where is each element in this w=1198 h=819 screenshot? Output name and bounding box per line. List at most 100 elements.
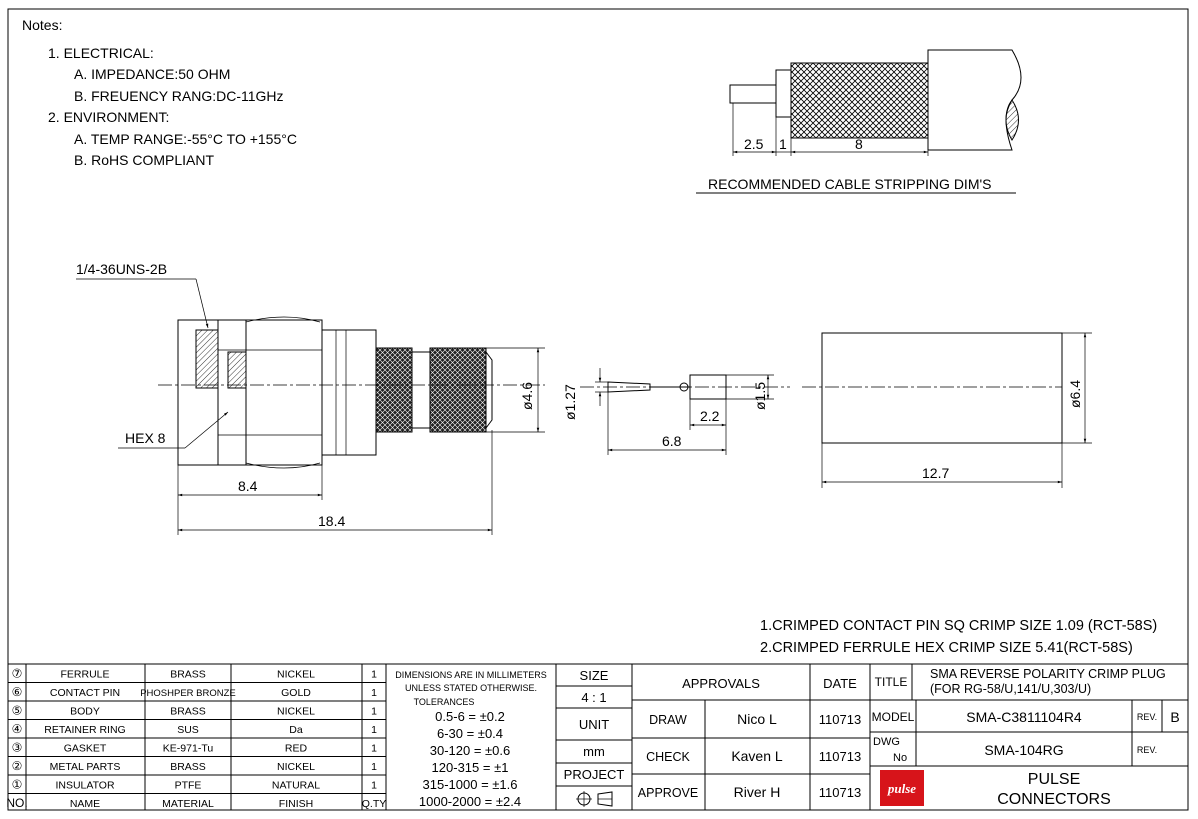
bom-cell-finish: FINISH [279, 798, 313, 810]
tol-line3: TOLERANCES [414, 697, 475, 707]
hex-label: HEX 8 [125, 430, 166, 446]
note-frequency: B. FREUENCY RANG:DC-11GHz [74, 88, 284, 104]
check-date: 110713 [819, 749, 861, 764]
connector-len-8-4: 8.4 [238, 478, 258, 494]
tol-row-3: 30-120 = ±0.6 [430, 743, 511, 758]
bom-cell-material: BRASS [170, 669, 206, 681]
tol-row-5: 315-1000 = ±1.6 [423, 777, 518, 792]
date-label: DATE [823, 676, 857, 691]
title-line2: (FOR RG-58/U,141/U,303/U) [930, 682, 1091, 696]
bom-cell-qty: 1 [371, 706, 377, 718]
tol-line1: DIMENSIONS ARE IN MILLIMETERS [395, 670, 547, 680]
bom-cell-finish: NICKEL [277, 706, 315, 718]
bom-cell-no: ⑥ [12, 685, 23, 699]
bom-cell-finish: NATURAL [272, 780, 320, 792]
model-label: MODEL [872, 710, 915, 724]
pin-dia-1-27: ø1.27 [562, 384, 578, 420]
bom-cell-no: ⑤ [12, 704, 23, 718]
bom-cell-qty: 1 [371, 669, 377, 681]
bom-cell-finish: NICKEL [277, 669, 315, 681]
note-electrical: 1. ELECTRICAL: [48, 45, 154, 61]
ferrule-drawing: ø6.4 12.7 [802, 332, 1092, 488]
approve-name: River H [734, 784, 781, 800]
check-label: CHECK [646, 750, 690, 764]
title-label: TITLE [875, 675, 908, 689]
draw-name: Nico L [737, 711, 777, 727]
connector-dia-label: ø4.6 [519, 382, 535, 410]
connector-body [321, 329, 377, 456]
bom-cell-material: BRASS [170, 706, 206, 718]
connector-len-18-4: 18.4 [318, 513, 345, 529]
dwg-value: SMA-104RG [984, 742, 1063, 758]
logo-text: pulse [887, 781, 916, 796]
bom-cell-finish: NICKEL [277, 761, 315, 773]
bom-cell-qty: 1 [371, 724, 377, 736]
knurl-1 [375, 347, 413, 433]
bom-cell-finish: Da [289, 724, 303, 736]
bom-cell-no: ③ [12, 741, 23, 755]
pin-len-6-8: 6.8 [662, 433, 682, 449]
bom-cell-material: PTFE [175, 780, 202, 792]
stripping-title: RECOMMENDED CABLE STRIPPING DIM'S [708, 176, 992, 192]
center-conductor [729, 84, 777, 104]
rev2-label: REV. [1137, 745, 1157, 755]
bom-cell-qty: 1 [371, 780, 377, 792]
sheet-border [7, 8, 1189, 811]
approvals-label: APPROVALS [682, 676, 760, 691]
bom-cell-no: ① [12, 778, 23, 792]
approve-label: APPROVE [638, 786, 698, 800]
bom-cell-material: KE-971-Tu [163, 743, 214, 755]
pin-tip [607, 381, 651, 393]
project-label: PROJECT [564, 767, 625, 782]
cable-stripping-drawing: 2.5 1 8 RECOMMENDED CABLE STRIPPING DIM'… [696, 49, 1022, 194]
crimp-note-1: 1.CRIMPED CONTACT PIN SQ CRIMP SIZE 1.09… [760, 618, 1157, 634]
bom-cell-qty: 1 [371, 687, 377, 699]
title-line1: SMA REVERSE POLARITY CRIMP PLUG [930, 667, 1166, 681]
bom-cell-finish: RED [285, 743, 308, 755]
note-rohs: B. RoHS COMPLIANT [74, 152, 214, 168]
strip-dim-2-5: 2.5 [744, 136, 764, 152]
bom-cell-qty: 1 [371, 761, 377, 773]
bom-cell-qty: 1 [371, 743, 377, 755]
check-name: Kaven L [731, 748, 783, 764]
bom-cell-no: ⑦ [12, 667, 23, 681]
size-value: 4 : 1 [581, 690, 606, 705]
ferrule-body [821, 332, 1063, 444]
bom-cell-name: RETAINER RING [44, 724, 125, 736]
size-label: SIZE [580, 668, 609, 683]
notes-block: Notes: 1. ELECTRICAL: A. IMPEDANCE:50 OH… [22, 17, 297, 168]
bom-cell-material: MATERIAL [162, 798, 214, 810]
crimp-note-2: 2.CRIMPED FERRULE HEX CRIMP SIZE 5.41(RC… [760, 640, 1133, 656]
unit-value: mm [583, 744, 605, 759]
rev-label: REV. [1137, 712, 1157, 722]
pin-len-2-2: 2.2 [700, 408, 720, 424]
bom-cell-name: CONTACT PIN [50, 687, 120, 699]
pin-dia-1-5: ø1.5 [752, 382, 768, 410]
tol-row-2: 6-30 = ±0.4 [437, 726, 503, 741]
tol-line2: UNLESS STATED OTHERWISE. [405, 683, 537, 693]
unit-label: UNIT [579, 717, 609, 732]
knurl-2 [429, 347, 487, 433]
rev-value: B [1170, 709, 1179, 725]
tol-row-1: 0.5-6 = ±0.2 [435, 709, 505, 724]
bom-cell-name: GASKET [64, 743, 107, 755]
note-temp-range: A. TEMP RANGE:-55°C TO +155°C [74, 131, 297, 147]
bom-cell-material: SUS [177, 724, 199, 736]
bom-cell-name: FERRULE [60, 669, 109, 681]
bom-cell-material: BRASS [170, 761, 206, 773]
model-value: SMA-C3811104R4 [966, 709, 1082, 725]
connector-drawing: 1/4-36UNS-2B ø4.6 HEX 8 8.4 [76, 261, 545, 535]
approve-date: 110713 [819, 785, 861, 800]
note-impedance: A. IMPEDANCE:50 OHM [74, 66, 230, 82]
company-line1: PULSE [1028, 771, 1080, 788]
ferrule-len-label: 12.7 [922, 465, 949, 481]
pulse-logo [880, 770, 924, 806]
braid-shield [790, 62, 929, 139]
bom-cell-name: BODY [70, 706, 100, 718]
strip-dim-1: 1 [779, 136, 787, 152]
dielectric [775, 69, 792, 118]
bom-cell-name: INSULATOR [55, 780, 115, 792]
